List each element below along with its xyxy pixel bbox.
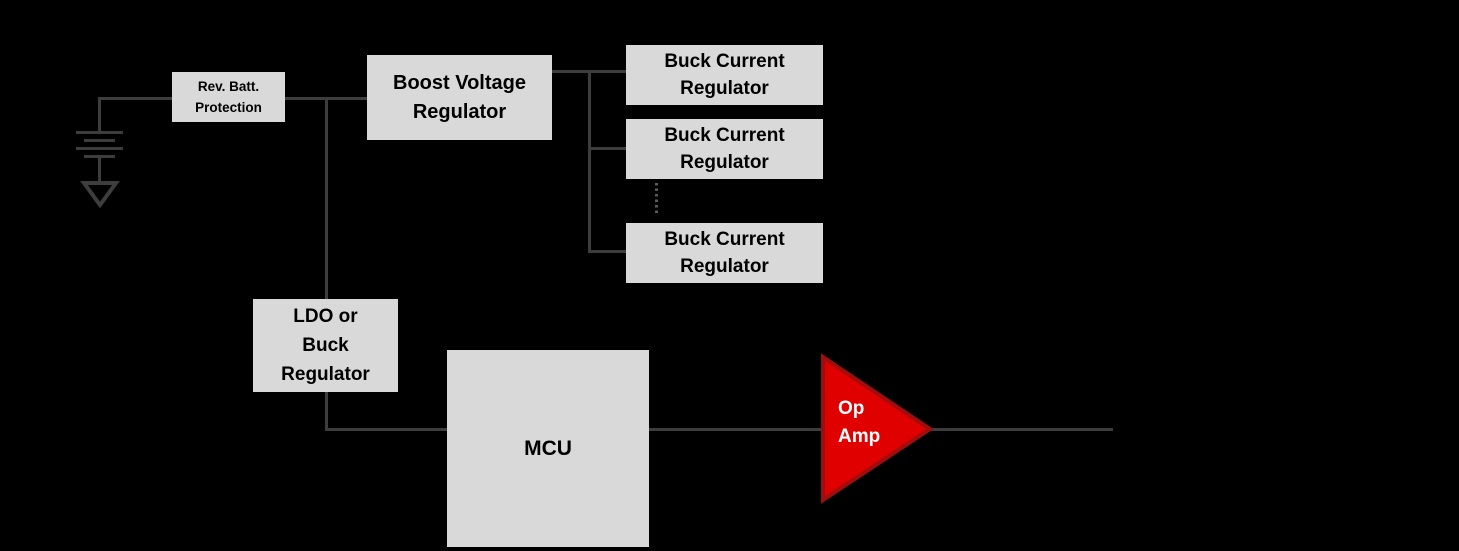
block-buck-current-regulator-3: Buck Current Regulator: [626, 223, 823, 283]
wire-buck-trunk: [588, 70, 591, 253]
block-mcu: MCU: [447, 350, 649, 547]
block-rev-batt-protection: Rev. Batt. Protection: [172, 72, 285, 122]
wire-mcu-to-opamp: [649, 428, 823, 431]
ground-arrow-icon: [80, 181, 120, 209]
wire-opamp-output: [929, 428, 1113, 431]
wire-buck-branch-3: [588, 250, 626, 253]
wire-battery-stub-top: [98, 97, 101, 133]
wire-ldo-to-mcu: [325, 428, 447, 431]
wire-battery-stub-bottom: [98, 155, 101, 184]
wire-ldo-stub-bottom: [325, 392, 328, 431]
block-buck-current-regulator-2: Buck Current Regulator: [626, 119, 823, 179]
block-buck-current-regulator-1: Buck Current Regulator: [626, 45, 823, 105]
block-boost-voltage-regulator: Boost Voltage Regulator: [367, 55, 552, 140]
op-amp-label: Op Amp: [838, 398, 881, 447]
dotted-continuation-line: [655, 183, 658, 216]
battery-plate-long-2: [76, 147, 123, 150]
op-amp-triangle: [821, 353, 934, 504]
wire-drop-to-ldo: [325, 97, 328, 299]
battery-plate-short-1: [84, 139, 115, 142]
wire-buck-branch-2: [588, 147, 626, 150]
battery-icon: [76, 131, 123, 134]
block-ldo-or-buck-regulator: LDO or Buck Regulator: [253, 299, 398, 392]
